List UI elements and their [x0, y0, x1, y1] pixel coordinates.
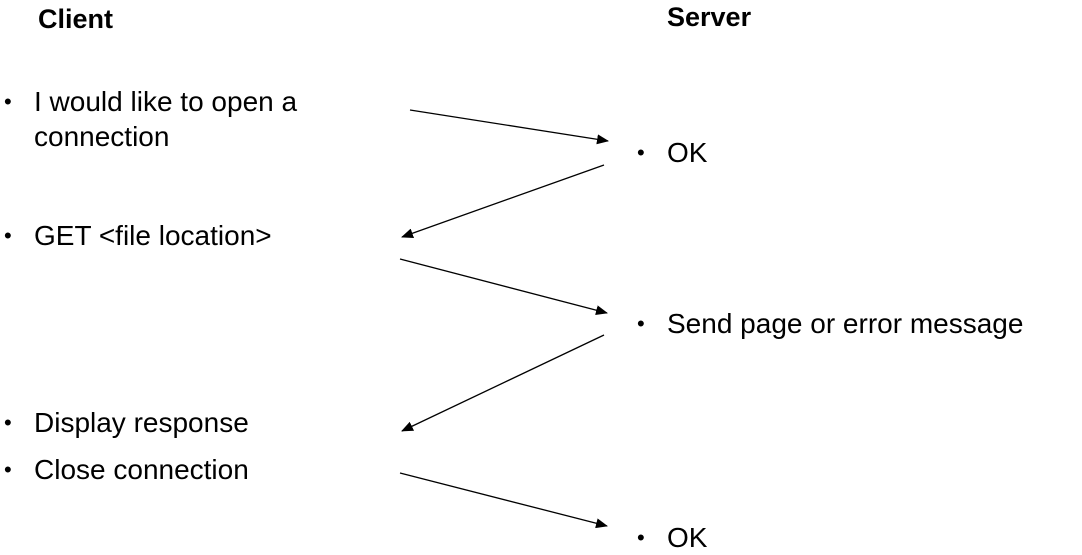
server-step-send-page: • Send page or error message — [637, 306, 1023, 341]
client-step-text: Close connection — [34, 454, 249, 485]
bullet-icon: • — [637, 525, 645, 550]
arrow-page-response — [401, 334, 605, 432]
arrow-ok-response — [401, 164, 605, 239]
bullet-icon: • — [4, 89, 12, 114]
client-step-text: I would like to open a connection — [34, 86, 298, 152]
client-heading: Client — [38, 4, 114, 34]
server-step-ok-close: • OK — [637, 520, 707, 555]
server-step-text: OK — [667, 137, 708, 168]
client-step-get: • GET <file location> — [4, 218, 272, 253]
bullet-icon: • — [637, 140, 645, 165]
client-step-display-response: • Display response — [4, 405, 249, 440]
server-step-ok-open: • OK — [637, 135, 707, 170]
bullet-icon: • — [4, 457, 12, 482]
arrow-open-request — [409, 109, 609, 145]
bullet-icon: • — [4, 223, 12, 248]
server-heading: Server — [667, 2, 752, 32]
bullet-icon: • — [637, 311, 645, 336]
client-step-close-connection: • Close connection — [4, 452, 249, 487]
arrow-get-request — [399, 258, 608, 316]
server-step-text: OK — [667, 522, 708, 553]
bullet-icon: • — [4, 410, 12, 435]
client-step-open-connection: • I would like to open a connection — [4, 84, 354, 154]
client-step-text: Display response — [34, 407, 249, 438]
arrow-close-request — [399, 472, 608, 529]
server-step-text: Send page or error message — [667, 308, 1024, 339]
client-step-text: GET <file location> — [34, 220, 272, 251]
